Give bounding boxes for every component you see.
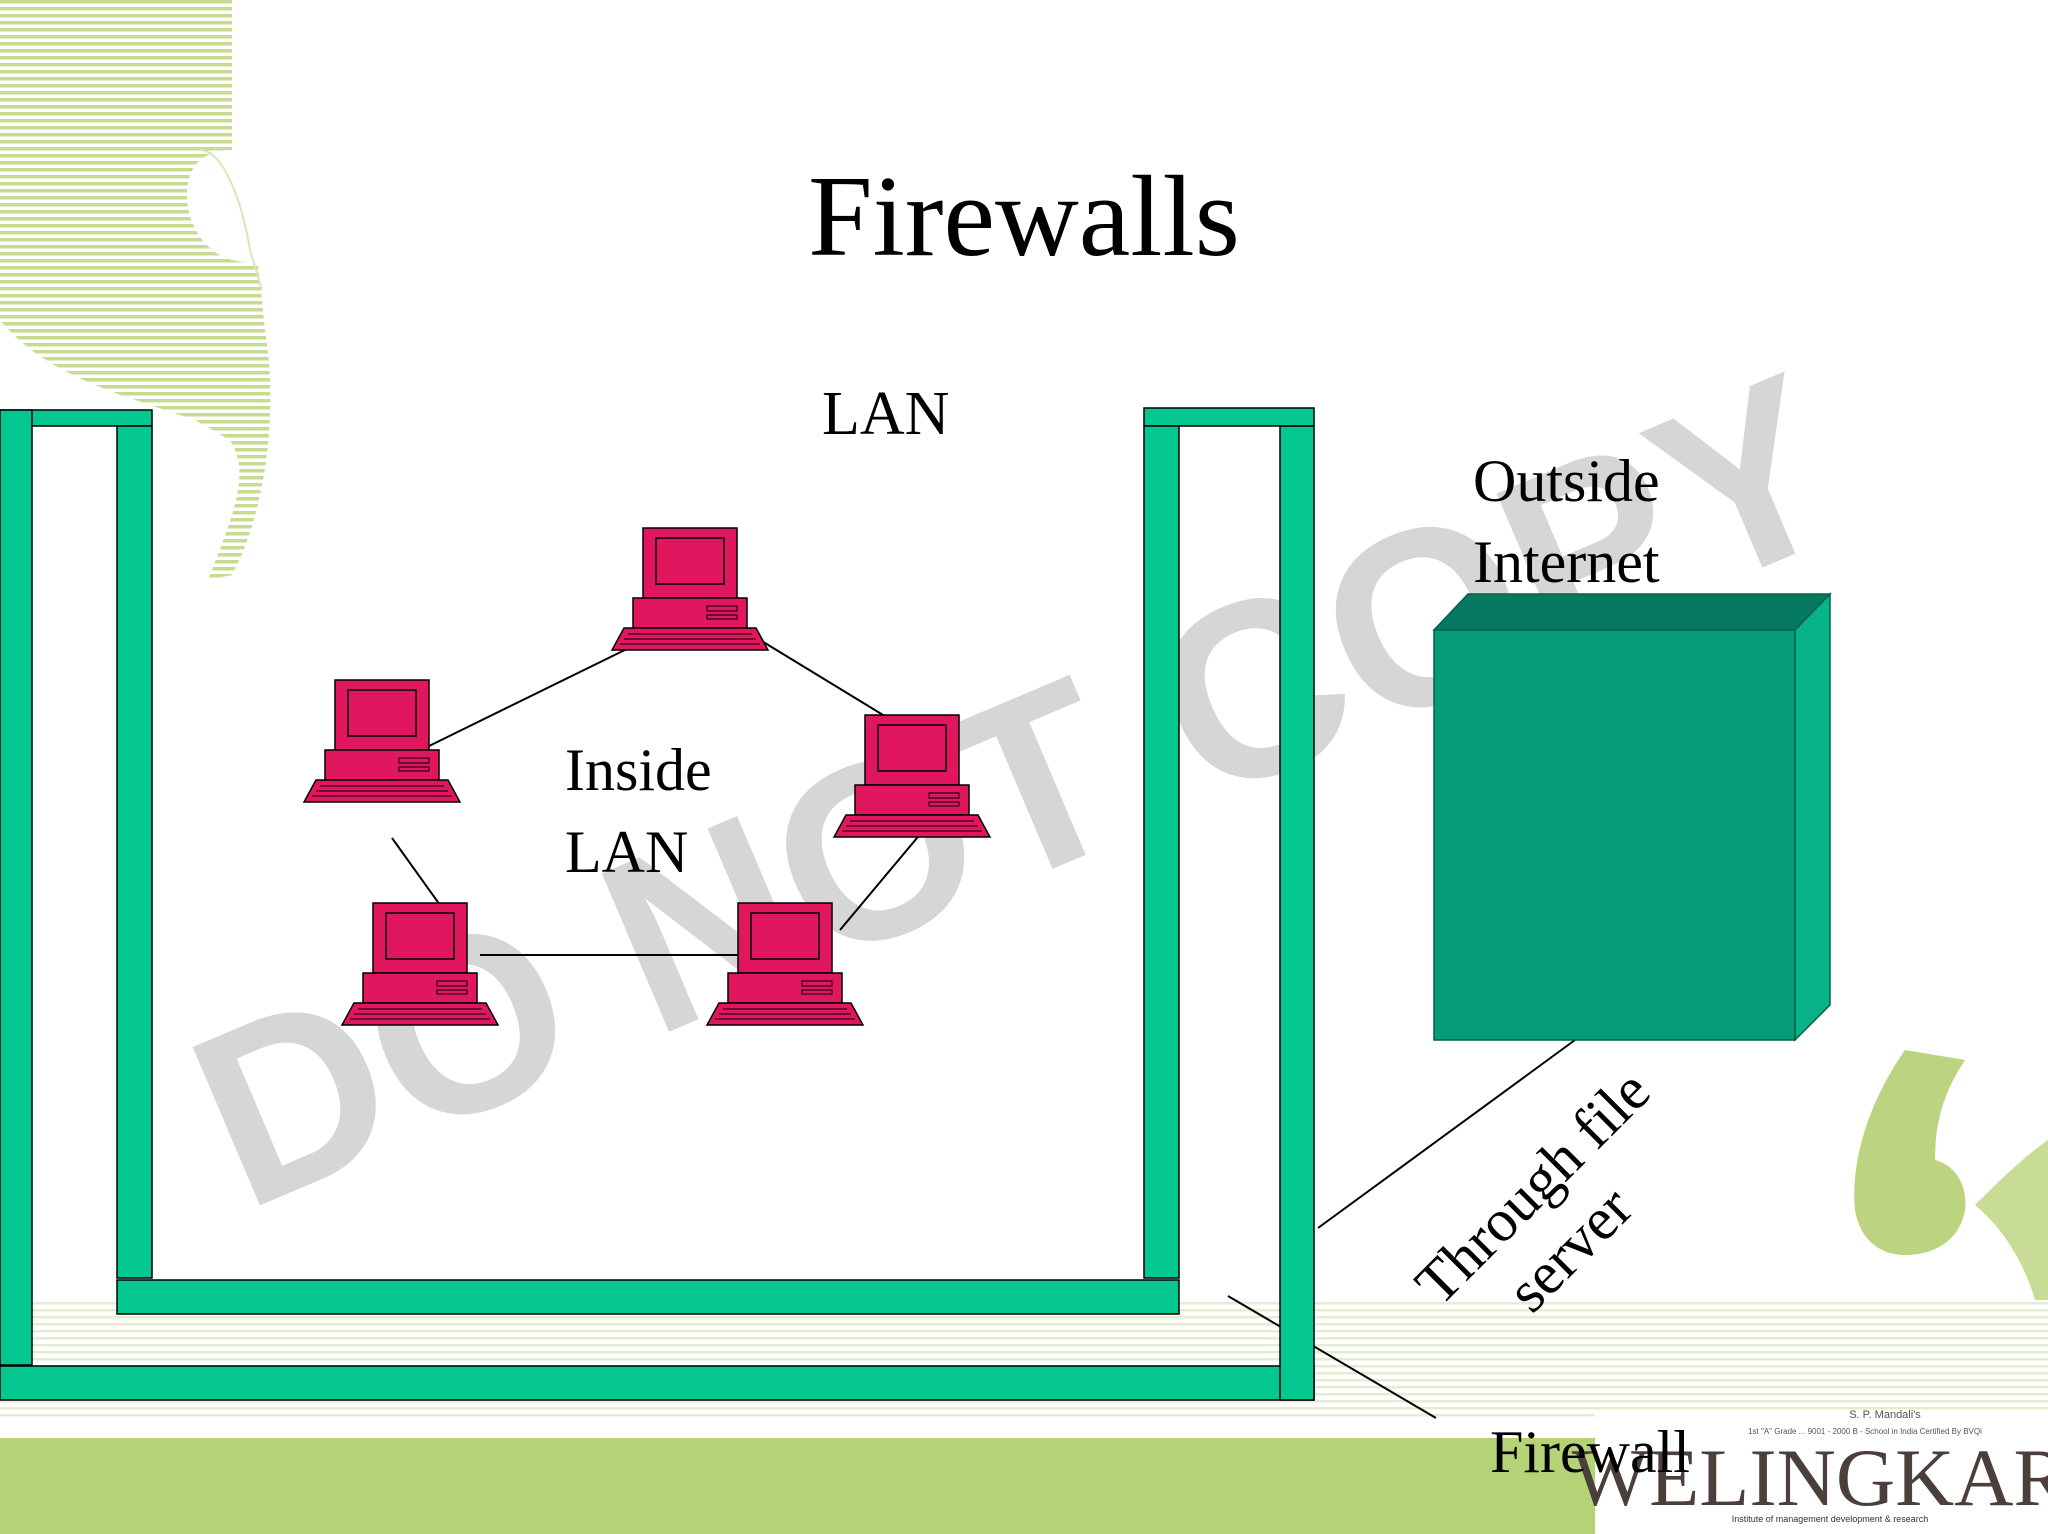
logo-caption-line1: S. P. Mandali's xyxy=(1849,1409,1921,1421)
internet-box xyxy=(1432,592,1832,1042)
outside-internet-label-line1: Outside xyxy=(1473,448,1660,514)
inside-lan-label-line1: Inside xyxy=(565,737,712,803)
lan-label: LAN xyxy=(822,380,949,448)
computer-bottom-left-icon xyxy=(340,902,500,1026)
link-right-bottomright xyxy=(839,831,923,931)
logo-tagline: Institute of management development & re… xyxy=(1732,1514,1929,1524)
link-firewall-internet xyxy=(1317,1039,1576,1229)
internet-box-front xyxy=(1433,629,1796,1041)
firewall-label: Firewall xyxy=(1490,1419,1690,1485)
firewall-pointer-line xyxy=(1227,1295,1437,1419)
lan-computers xyxy=(302,527,992,1026)
computer-bottom-right-icon xyxy=(705,902,865,1026)
decor-quote-top-left xyxy=(0,0,271,580)
inner-bottom-wall xyxy=(116,1279,1180,1315)
logo-caption-line2: 1st "A" Grade ... 9001 - 2000 B - School… xyxy=(1748,1427,1982,1436)
firewall-wall-inner xyxy=(116,425,1180,1315)
computer-right-icon xyxy=(832,714,992,838)
outer-right-wall xyxy=(1279,425,1315,1401)
internet-box-top xyxy=(1432,593,1832,631)
internet-box-side xyxy=(1794,592,1831,1042)
inside-lan-label-line2: LAN xyxy=(565,819,688,885)
outer-right-cap xyxy=(1143,407,1315,427)
logo-wordmark: WELINGKAR xyxy=(1572,1432,2048,1523)
computer-left-icon xyxy=(302,679,462,803)
outer-left-wall xyxy=(0,409,33,1366)
computer-top-icon xyxy=(610,527,770,651)
firewall-wall-outer xyxy=(0,407,1315,1401)
outside-internet-label-line2: Internet xyxy=(1473,529,1660,595)
outer-left-cap xyxy=(0,409,153,427)
page-title: Firewalls xyxy=(808,153,1240,281)
decor-stripes-bottom xyxy=(0,1300,2048,1420)
lan-connections xyxy=(391,639,1576,1419)
inner-right-wall xyxy=(1143,425,1180,1279)
welingkar-logo: S. P. Mandali's 1st "A" Grade ... 9001 -… xyxy=(1572,1409,2048,1524)
outer-bottom-wall xyxy=(0,1365,1315,1401)
footer-band xyxy=(0,1410,2048,1534)
link-left-bottomleft xyxy=(391,837,441,906)
inner-left-wall xyxy=(116,425,153,1279)
link-left-top xyxy=(424,644,636,749)
link-top-right xyxy=(759,639,889,719)
decor-quote-bottom-right xyxy=(1854,1050,2048,1320)
